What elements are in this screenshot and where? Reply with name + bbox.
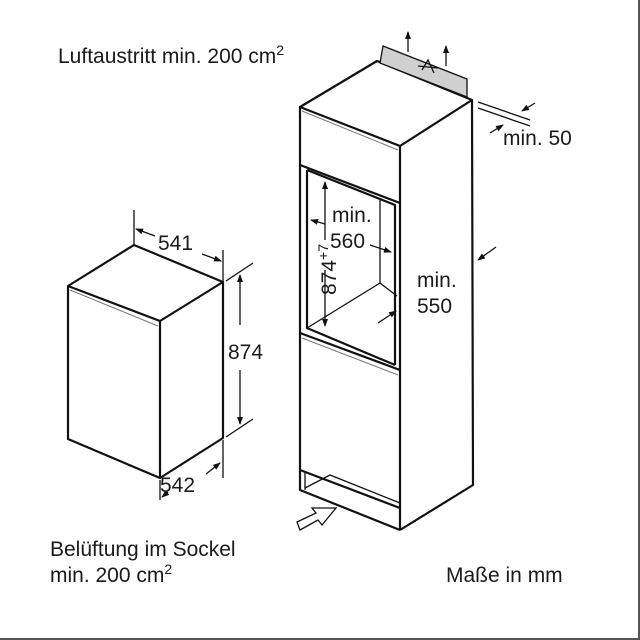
plinth-air-inlet-arrow (296, 507, 338, 531)
top-gap-label: min. 50 (503, 127, 572, 150)
depth-label-line1: min. (417, 269, 457, 292)
units-label: Maße in mm (446, 564, 563, 587)
depth-label-line2: 550 (417, 295, 452, 318)
niche-width-label-line1: min. (332, 204, 372, 227)
vent-panel (379, 45, 468, 98)
air-outlet-label: Luftaustritt min. 200 cm2 (58, 42, 284, 68)
niche-width-label-line2: 560 (330, 230, 365, 253)
niche-height-label: 874+7 (315, 244, 341, 295)
plinth-vent-label-line1: Belüftung im Sockel (50, 538, 236, 561)
appliance-box (66, 243, 225, 480)
air-outlet-arrows (405, 31, 449, 66)
appliance-width-label: 541 (158, 232, 193, 255)
cabinet (298, 59, 475, 532)
appliance-depth-label: 542 (160, 474, 195, 497)
cabinet-dimensions (310, 101, 536, 327)
appliance-dimensions (133, 210, 254, 500)
plinth-vent-label-line2: min. 200 cm2 (50, 561, 172, 587)
appliance-height-label: 874 (228, 341, 263, 364)
